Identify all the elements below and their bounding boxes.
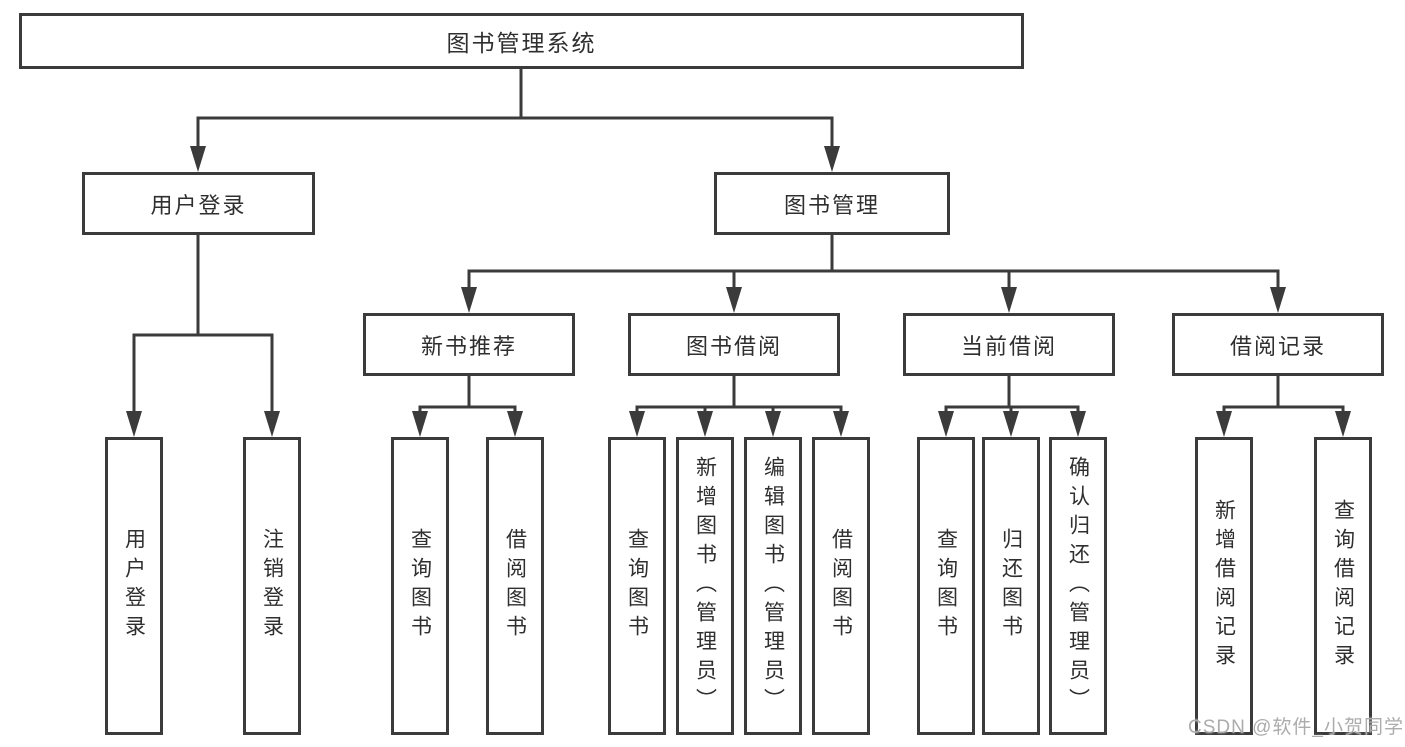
connector-edges (132, 69, 1345, 413)
leaf-borrow-books-recommend: 借阅图书 (486, 437, 544, 735)
node-book-borrowing: 图书借阅 (628, 313, 840, 376)
leaf-add-books-admin: 新增图书（管理员） (676, 437, 734, 735)
leaf-query-books-current: 查询图书 (917, 437, 975, 735)
leaf-query-borrow-record: 查询借阅记录 (1314, 437, 1372, 735)
node-user-login: 用户登录 (82, 172, 315, 235)
node-root-system: 图书管理系统 (19, 13, 1024, 69)
node-current-borrowing: 当前借阅 (903, 313, 1115, 376)
leaf-borrow-books: 借阅图书 (812, 437, 870, 735)
leaf-query-books-borrow: 查询图书 (608, 437, 666, 735)
leaf-edit-books-admin: 编辑图书（管理员） (744, 437, 802, 735)
leaf-logout-login: 注销登录 (243, 437, 301, 735)
leaf-return-books: 归还图书 (982, 437, 1040, 735)
leaf-user-login: 用户登录 (105, 437, 163, 735)
node-borrowing-records: 借阅记录 (1172, 313, 1384, 376)
leaf-add-borrow-record: 新增借阅记录 (1195, 437, 1253, 735)
leaf-confirm-return-admin: 确认归还（管理员） (1049, 437, 1107, 735)
csdn-watermark: CSDN @软件_小贺同学 (1188, 717, 1404, 738)
leaf-query-books-recommend: 查询图书 (391, 437, 449, 735)
node-new-book-recommend: 新书推荐 (363, 313, 575, 376)
node-book-management: 图书管理 (714, 172, 950, 235)
arrowheads (126, 146, 1351, 437)
